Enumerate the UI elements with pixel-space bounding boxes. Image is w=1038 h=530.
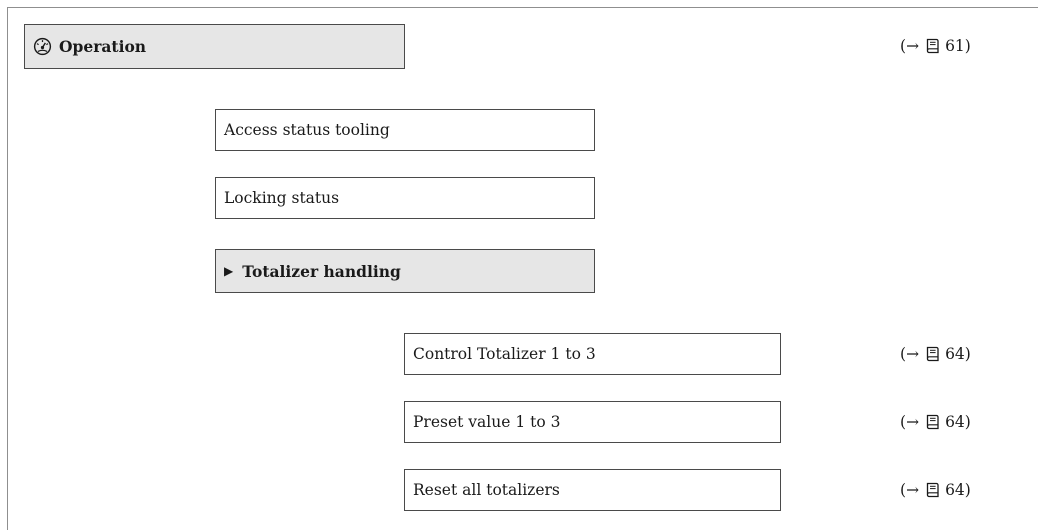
param-preset-value[interactable]: Preset value 1 to 3 bbox=[404, 401, 781, 443]
ref-page-number: 64 bbox=[945, 345, 965, 363]
arrow-right-icon: → bbox=[906, 345, 920, 363]
frame-top-line bbox=[7, 7, 1038, 8]
param-access-status-tooling[interactable]: Access status tooling bbox=[215, 109, 595, 151]
book-icon bbox=[925, 414, 940, 430]
ref-open: ( bbox=[900, 481, 907, 499]
ref-open: ( bbox=[900, 37, 907, 55]
param-label: Reset all totalizers bbox=[413, 481, 560, 499]
param-label: Locking status bbox=[224, 189, 340, 207]
frame-left-line bbox=[7, 7, 8, 530]
triangle-right-icon: ▶ bbox=[224, 264, 234, 278]
submenu-totalizer-handling[interactable]: ▶ Totalizer handling bbox=[215, 249, 595, 293]
arrow-right-icon: → bbox=[906, 37, 920, 55]
book-icon bbox=[925, 38, 940, 54]
page-reference[interactable]: (→ 64) bbox=[900, 481, 971, 499]
ref-close: ) bbox=[964, 345, 971, 363]
book-icon bbox=[925, 482, 940, 498]
param-label: Access status tooling bbox=[224, 121, 390, 139]
arrow-right-icon: → bbox=[906, 413, 920, 431]
ref-page-number: 64 bbox=[945, 413, 965, 431]
ref-close: ) bbox=[964, 481, 971, 499]
ref-page-number: 64 bbox=[945, 481, 965, 499]
param-control-totalizer[interactable]: Control Totalizer 1 to 3 bbox=[404, 333, 781, 375]
dial-gauge-icon bbox=[33, 37, 52, 56]
ref-page-number: 61 bbox=[945, 37, 965, 55]
param-label: Control Totalizer 1 to 3 bbox=[413, 345, 596, 363]
page-reference[interactable]: (→ 61) bbox=[900, 37, 971, 55]
param-locking-status[interactable]: Locking status bbox=[215, 177, 595, 219]
param-label: Preset value 1 to 3 bbox=[413, 413, 561, 431]
menu-operation-label: Operation bbox=[59, 37, 147, 56]
ref-open: ( bbox=[900, 345, 907, 363]
page-reference[interactable]: (→ 64) bbox=[900, 345, 971, 363]
menu-operation[interactable]: Operation bbox=[24, 24, 405, 69]
ref-close: ) bbox=[964, 413, 971, 431]
param-reset-all-totalizers[interactable]: Reset all totalizers bbox=[404, 469, 781, 511]
book-icon bbox=[925, 346, 940, 362]
ref-open: ( bbox=[900, 413, 907, 431]
submenu-label: Totalizer handling bbox=[242, 261, 401, 281]
page-reference[interactable]: (→ 64) bbox=[900, 413, 971, 431]
arrow-right-icon: → bbox=[906, 481, 920, 499]
ref-close: ) bbox=[964, 37, 971, 55]
